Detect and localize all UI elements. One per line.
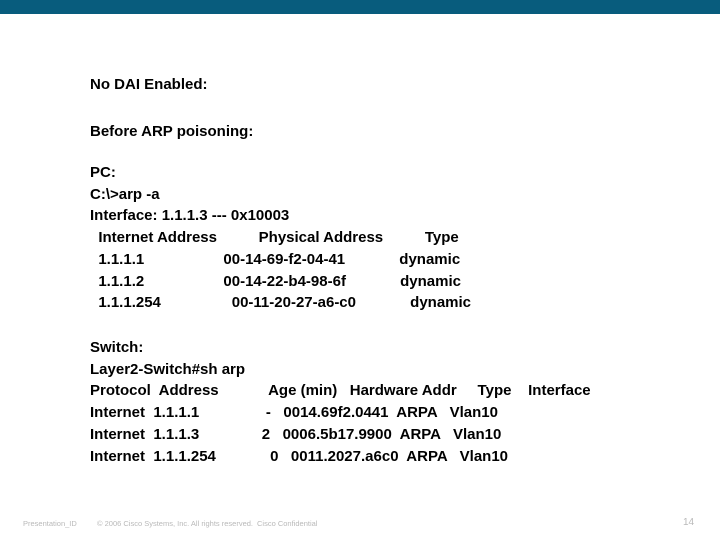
slide-footer: Presentation_ID © 2006 Cisco Systems, In…	[0, 519, 720, 533]
switch-table-row: Internet 1.1.1.1 - 0014.69f2.0441 ARPA V…	[90, 404, 498, 422]
switch-table-header: Protocol Address Age (min) Hardware Addr…	[90, 382, 591, 400]
pc-table-row: 1.1.1.254 00-11-20-27-a6-c0 dynamic	[90, 294, 472, 312]
slide-accent-bar	[0, 0, 720, 14]
pc-table-header: Internet Address Physical Address Type	[90, 229, 459, 247]
footer-copyright: © 2006 Cisco Systems, Inc. All rights re…	[97, 519, 254, 528]
pc-label-line: PC:	[90, 164, 116, 181]
switch-arp-output: Switch: Layer2-Switch#sh arp Protocol Ad…	[90, 337, 591, 467]
switch-table-row: Internet 1.1.1.3 2 0006.5b17.9900 ARPA V…	[90, 425, 502, 443]
pc-command-line: C:\>arp -a	[90, 185, 160, 203]
heading-no-dai-enabled: No DAI Enabled:	[90, 76, 208, 93]
footer-presentation-id: Presentation_ID	[23, 519, 77, 528]
footer-confidential-label: Cisco Confidential	[257, 519, 318, 528]
slide-page-number: 14	[683, 517, 695, 528]
switch-label-line: Switch:	[90, 339, 144, 356]
pc-table-row: 1.1.1.2 00-14-22-b4-98-6f dynamic	[90, 272, 461, 290]
pc-table-row: 1.1.1.1 00-14-69-f2-04-41 dynamic	[90, 250, 461, 268]
pc-arp-output: PC: C:\>arp -a Interface: 1.1.1.3 --- 0x…	[90, 162, 471, 314]
pc-interface-line: Interface: 1.1.1.3 --- 0x10003	[90, 207, 290, 225]
switch-table-row: Internet 1.1.1.254 0 0011.2027.a6c0 ARPA…	[90, 447, 509, 465]
heading-before-arp-poisoning: Before ARP poisoning:	[90, 123, 254, 140]
switch-command-line: Layer2-Switch#sh arp	[90, 360, 246, 378]
